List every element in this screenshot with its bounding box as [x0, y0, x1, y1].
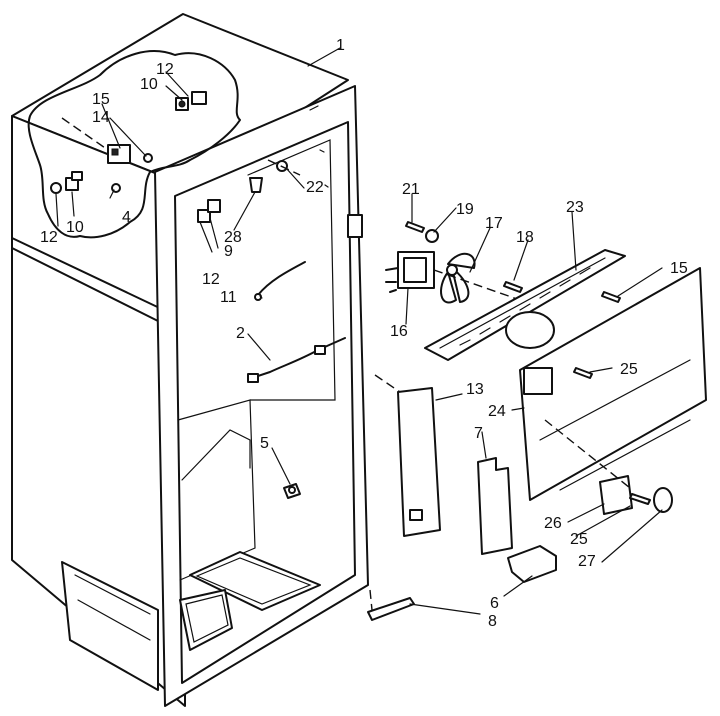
- callout-15-cover: 15: [670, 260, 688, 277]
- callout-25-cover: 25: [620, 361, 638, 378]
- callout-13: 13: [466, 381, 484, 398]
- evaporator-cover-24: [519, 267, 707, 501]
- callout-8: 8: [488, 613, 497, 630]
- callout-18: 18: [516, 229, 534, 246]
- fan-shroud-23: [424, 249, 626, 361]
- callout-labels: 1 2 4 5 6 7 8 9 10 10 11 12 12 12 13 14 …: [40, 37, 688, 630]
- callout-5: 5: [260, 435, 269, 452]
- callout-2: 2: [236, 325, 245, 342]
- callout-17: 17: [485, 215, 503, 232]
- callout-22: 22: [306, 179, 324, 196]
- callout-12-left: 12: [40, 229, 58, 246]
- leader-lines: [55, 47, 663, 615]
- callout-7: 7: [474, 425, 483, 442]
- callout-1: 1: [336, 37, 345, 54]
- callout-12-top: 12: [156, 61, 174, 78]
- callout-16: 16: [390, 323, 408, 340]
- callout-14: 14: [92, 109, 110, 126]
- callout-25-lower: 25: [570, 531, 588, 548]
- callout-10-left: 10: [66, 219, 84, 236]
- callout-10-top: 10: [140, 76, 158, 93]
- front-frame: [154, 85, 369, 707]
- callout-23: 23: [566, 199, 584, 216]
- callout-12-frame: 12: [202, 271, 220, 288]
- callout-19: 19: [456, 201, 474, 218]
- callout-24: 24: [488, 403, 506, 420]
- callout-9: 9: [224, 243, 233, 260]
- callout-28: 28: [224, 229, 242, 246]
- callout-26: 26: [544, 515, 562, 532]
- top-wiring-harness: [27, 50, 241, 239]
- callout-27: 27: [578, 553, 596, 570]
- fan-motor-assembly: [385, 221, 523, 304]
- callout-4: 4: [122, 209, 131, 226]
- lower-parts: [367, 374, 673, 621]
- callout-6: 6: [490, 595, 499, 612]
- callout-15-top: 15: [92, 91, 110, 108]
- callout-21: 21: [402, 181, 420, 198]
- callout-11: 11: [220, 289, 237, 306]
